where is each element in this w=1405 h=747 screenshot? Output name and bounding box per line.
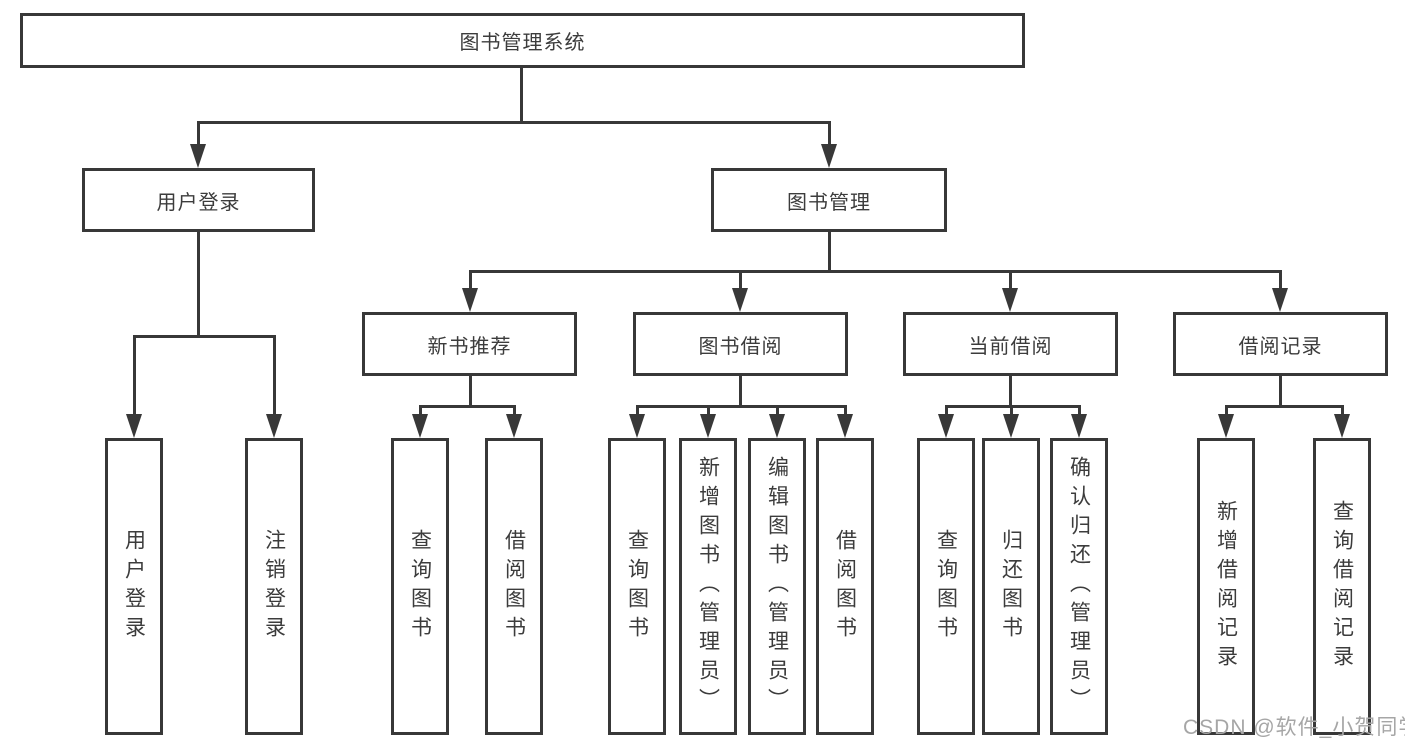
- connector-line: [468, 376, 472, 408]
- arrowhead-down-icon: [1071, 414, 1087, 438]
- arrowhead-down-icon: [732, 288, 748, 312]
- arrowhead-down-icon: [1002, 288, 1018, 312]
- connector-line: [843, 406, 847, 420]
- watermark: CSDN @软件_小贺同学: [1183, 716, 1405, 739]
- connector-line: [272, 336, 276, 418]
- arrowhead-down-icon: [629, 414, 645, 438]
- arrowhead-down-icon: [190, 144, 206, 168]
- leaf-newbook-borrow-books: 借阅图书: [485, 438, 543, 735]
- connector-line: [512, 406, 516, 420]
- arrowhead-down-icon: [266, 414, 282, 438]
- arrowhead-down-icon: [1003, 414, 1019, 438]
- connector-line: [469, 269, 1282, 273]
- node-book-borrow: 图书借阅: [633, 312, 848, 376]
- leaf-current-return-books: 归还图书: [982, 438, 1040, 735]
- connector-line: [1224, 406, 1228, 420]
- connector-line: [738, 376, 742, 408]
- arrowhead-down-icon: [769, 414, 785, 438]
- connector-line: [775, 406, 779, 420]
- connector-line: [738, 271, 742, 293]
- connector-line: [468, 271, 472, 293]
- connector-line: [944, 406, 948, 420]
- connector-line: [1225, 404, 1344, 408]
- leaf-records-query-borrow-record: 查询借阅记录: [1313, 438, 1371, 735]
- leaf-user-login: 用户登录: [105, 438, 163, 735]
- leaf-borrow-edit-books-admin: 编辑图书（管理员）: [748, 438, 806, 735]
- connector-line: [419, 404, 516, 408]
- connector-line: [827, 122, 831, 148]
- arrowhead-down-icon: [1218, 414, 1234, 438]
- connector-line: [827, 232, 831, 273]
- arrowhead-down-icon: [837, 414, 853, 438]
- connector-line: [133, 334, 276, 338]
- node-book-management: 图书管理: [711, 168, 947, 232]
- connector-line: [1008, 376, 1012, 408]
- connector-line: [196, 232, 200, 338]
- connector-line: [519, 68, 523, 124]
- connector-line: [196, 122, 200, 148]
- arrowhead-down-icon: [1272, 288, 1288, 312]
- connector-line: [197, 120, 831, 124]
- connector-line: [1008, 271, 1012, 293]
- connector-line: [706, 406, 710, 420]
- node-new-book-recommend: 新书推荐: [362, 312, 577, 376]
- leaf-borrow-query-books: 查询图书: [608, 438, 666, 735]
- connector-line: [636, 404, 847, 408]
- arrowhead-down-icon: [1334, 414, 1350, 438]
- node-library-system: 图书管理系统: [20, 13, 1025, 68]
- arrowhead-down-icon: [126, 414, 142, 438]
- leaf-current-confirm-return-admin: 确认归还（管理员）: [1050, 438, 1108, 735]
- connector-line: [418, 406, 422, 420]
- arrowhead-down-icon: [412, 414, 428, 438]
- connector-line: [1278, 271, 1282, 293]
- arrowhead-down-icon: [462, 288, 478, 312]
- connector-line: [132, 336, 136, 418]
- arrowhead-down-icon: [821, 144, 837, 168]
- leaf-logout: 注销登录: [245, 438, 303, 735]
- leaf-borrow-add-books-admin: 新增图书（管理员）: [679, 438, 737, 735]
- connector-line: [1278, 376, 1282, 408]
- node-current-borrow: 当前借阅: [903, 312, 1118, 376]
- connector-line: [1077, 406, 1081, 420]
- arrowhead-down-icon: [700, 414, 716, 438]
- leaf-current-query-books: 查询图书: [917, 438, 975, 735]
- connector-line: [635, 406, 639, 420]
- connector-line: [945, 404, 1081, 408]
- leaf-newbook-query-books: 查询图书: [391, 438, 449, 735]
- arrowhead-down-icon: [938, 414, 954, 438]
- leaf-records-add-borrow-record: 新增借阅记录: [1197, 438, 1255, 735]
- node-user-login-module: 用户登录: [82, 168, 315, 232]
- leaf-borrow-borrow-books: 借阅图书: [816, 438, 874, 735]
- arrowhead-down-icon: [506, 414, 522, 438]
- connector-line: [1340, 406, 1344, 420]
- node-borrow-records: 借阅记录: [1173, 312, 1388, 376]
- connector-line: [1009, 406, 1013, 420]
